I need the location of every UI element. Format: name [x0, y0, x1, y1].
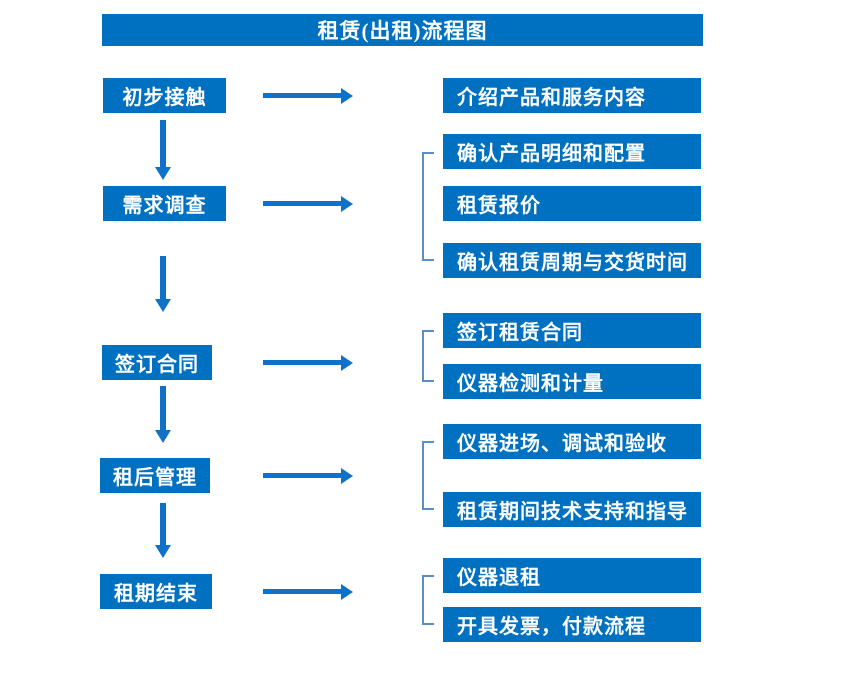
detail-box: 介绍产品和服务内容 — [443, 78, 701, 113]
detail-box: 租赁期间技术支持和指导 — [443, 492, 701, 527]
detail-label: 仪器检测和计量 — [457, 373, 604, 395]
stage-box-initial-contact: 初步接触 — [103, 78, 226, 113]
detail-box: 仪器检测和计量 — [443, 364, 701, 399]
stage-label: 租后管理 — [113, 467, 197, 489]
arrow-right-icon — [263, 196, 353, 212]
detail-box: 仪器进场、调试和验收 — [443, 424, 701, 459]
detail-box: 确认租赁周期与交货时间 — [443, 243, 701, 278]
group-bracket — [422, 152, 434, 261]
arrow-right-icon — [263, 355, 353, 371]
arrow-right-icon — [263, 88, 353, 104]
detail-label: 仪器进场、调试和验收 — [457, 433, 667, 455]
detail-label: 确认租赁周期与交货时间 — [457, 252, 688, 274]
detail-box: 租赁报价 — [443, 186, 701, 221]
detail-label: 仪器退租 — [457, 567, 541, 589]
detail-label: 介绍产品和服务内容 — [457, 87, 646, 109]
detail-label: 开具发票，付款流程 — [457, 616, 646, 638]
page-title: 租赁(出租)流程图 — [317, 19, 488, 43]
arrow-down-icon — [155, 503, 171, 558]
arrow-down-icon — [155, 386, 171, 443]
detail-label: 签订租赁合同 — [457, 322, 583, 344]
detail-label: 租赁期间技术支持和指导 — [457, 501, 688, 523]
stage-box-post-rental-management: 租后管理 — [100, 458, 210, 493]
arrow-right-icon — [263, 584, 353, 600]
detail-label: 确认产品明细和配置 — [457, 143, 646, 165]
stage-label: 初步接触 — [122, 87, 207, 109]
arrow-down-icon — [155, 120, 171, 180]
group-bracket — [422, 330, 434, 382]
detail-label: 租赁报价 — [457, 195, 541, 217]
detail-box: 仪器退租 — [443, 558, 701, 593]
stage-box-demand-survey: 需求调查 — [103, 186, 226, 221]
detail-box: 开具发票，付款流程 — [443, 607, 701, 642]
arrow-down-icon — [155, 256, 171, 312]
detail-box: 确认产品明细和配置 — [443, 134, 701, 169]
stage-label: 签订合同 — [115, 354, 199, 376]
stage-label: 需求调查 — [122, 195, 207, 217]
group-bracket — [422, 575, 434, 625]
stage-box-rental-end: 租期结束 — [100, 574, 212, 609]
group-bracket — [422, 441, 434, 510]
detail-box: 签订租赁合同 — [443, 313, 701, 348]
stage-label: 租期结束 — [114, 583, 198, 605]
stage-box-sign-contract: 签订合同 — [102, 345, 212, 380]
title-bar: 租赁(出租)流程图 — [102, 14, 703, 46]
arrow-right-icon — [263, 468, 353, 484]
